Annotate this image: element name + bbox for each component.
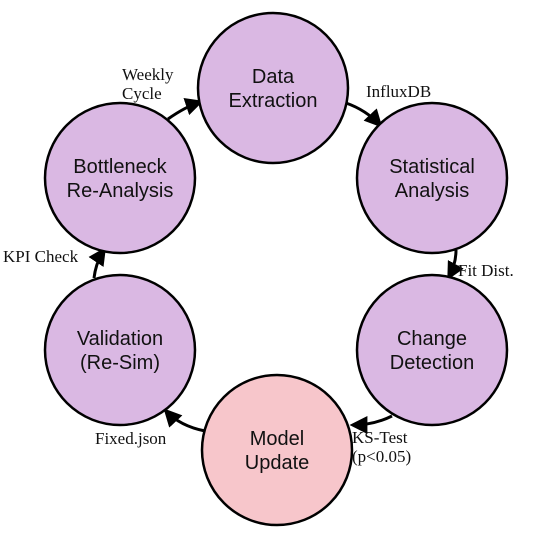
node-label-line: Statistical <box>389 156 475 178</box>
edge-label-influxdb: InfluxDB <box>366 82 431 101</box>
edge-label-line: InfluxDB <box>366 82 431 101</box>
node-validation: Validation(Re-Sim) <box>43 273 197 427</box>
edge-arrow-ks-test <box>349 414 393 434</box>
edge-label-line: KPI Check <box>3 247 79 266</box>
node-label-line: Bottleneck <box>73 156 167 178</box>
edge-label-line: Cycle <box>122 84 162 103</box>
edge-arrow-fit-dist <box>447 249 464 281</box>
edge-arrow-kpi-check <box>88 247 106 279</box>
node-circle-statistical-analysis <box>355 101 509 255</box>
edge-label-line: Fit Dist. <box>458 261 514 280</box>
node-circle-data-extraction <box>196 11 350 165</box>
edge-label-line: Fixed.json <box>95 429 167 448</box>
node-label-line: Re-Analysis <box>67 180 174 202</box>
edges-layer <box>88 98 464 434</box>
edge-label-line: (p<0.05) <box>352 447 411 466</box>
node-circle-bottleneck-reanalysis <box>43 101 197 255</box>
edge-labels-layer: InfluxDB Fit Dist. KS-Test(p<0.05) Fixed.js… <box>3 65 514 466</box>
node-label-line: Change <box>397 328 467 350</box>
edge-label-line: Weekly <box>122 65 174 84</box>
node-label-line: Data <box>252 66 295 88</box>
node-label-line: Detection <box>390 352 475 374</box>
edge-label-fixed-json: Fixed.json <box>95 429 167 448</box>
node-circle-change-detection <box>355 273 509 427</box>
node-circle-model-update <box>200 373 354 527</box>
node-circle-validation <box>43 273 197 427</box>
edge-label-ks-test: KS-Test(p<0.05) <box>352 428 411 466</box>
edge-label-fit-dist: Fit Dist. <box>458 261 514 280</box>
node-label-line: (Re-Sim) <box>80 352 160 374</box>
edge-arrow-influxdb <box>345 101 383 128</box>
node-label-line: Model <box>250 428 304 450</box>
edge-arrow-weekly-cycle <box>167 98 204 121</box>
node-label-line: Analysis <box>395 180 469 202</box>
edge-label-kpi-check: KPI Check <box>3 247 79 266</box>
edge-arrow-fixed-json <box>163 408 206 433</box>
edge-label-line: KS-Test <box>352 428 408 447</box>
node-label-line: Validation <box>77 328 163 350</box>
node-label-validation: Validation(Re-Sim) <box>77 328 163 374</box>
node-label-line: Extraction <box>229 90 318 112</box>
node-label-line: Update <box>245 452 310 474</box>
